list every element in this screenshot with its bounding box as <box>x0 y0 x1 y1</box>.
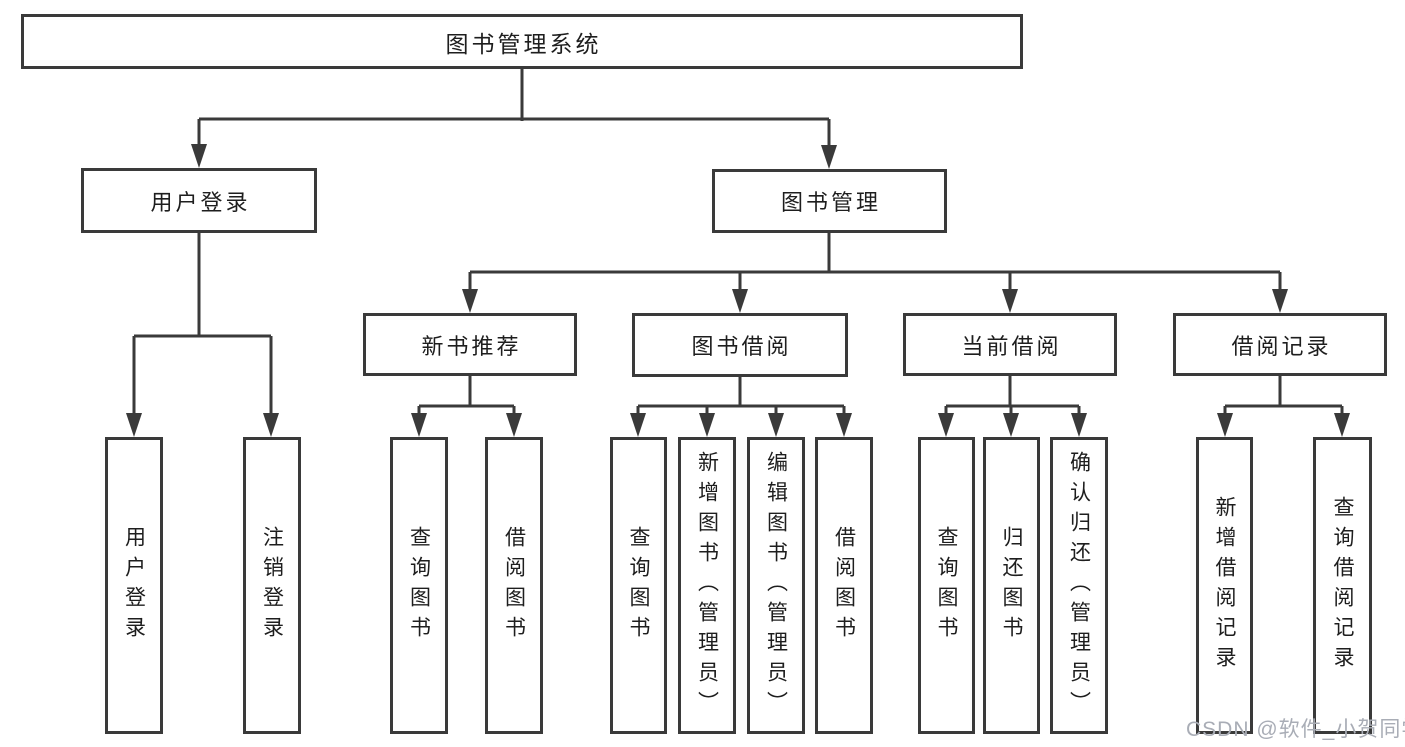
leaf-add-book: 新增图书（管理员） <box>678 437 736 734</box>
leaf-query-book-2: 查询图书 <box>610 437 667 734</box>
node-user-login-label: 用户登录 <box>150 189 251 215</box>
node-book-management: 图书管理 <box>712 169 947 233</box>
leaf-return-book-label: 归还图书 <box>1000 525 1023 646</box>
leaf-return-book: 归还图书 <box>983 437 1040 734</box>
node-new-book-recommend: 新书推荐 <box>363 313 577 376</box>
node-book-management-label: 图书管理 <box>780 190 881 215</box>
leaf-query-book-3: 查询图书 <box>918 437 975 734</box>
leaf-edit-book-label: 编辑图书（管理员） <box>764 450 788 721</box>
node-current-borrow-label: 当前借阅 <box>961 333 1062 359</box>
leaf-logout: 注销登录 <box>243 437 301 734</box>
leaf-confirm-return-label: 确认归还（管理员） <box>1067 450 1091 721</box>
leaf-query-borrow-record: 查询借阅记录 <box>1313 437 1372 734</box>
node-new-book-recommend-label: 新书推荐 <box>421 333 522 359</box>
leaf-query-book-3-label: 查询图书 <box>935 525 958 646</box>
leaf-query-book-1: 查询图书 <box>390 437 448 734</box>
node-book-borrow: 图书借阅 <box>632 313 848 377</box>
leaf-add-book-label: 新增图书（管理员） <box>695 450 719 721</box>
leaf-query-borrow-record-label: 查询借阅记录 <box>1331 495 1354 676</box>
node-current-borrow: 当前借阅 <box>903 313 1117 376</box>
leaf-add-borrow-record-label: 新增借阅记录 <box>1213 495 1236 676</box>
node-root: 图书管理系统 <box>21 14 1023 69</box>
leaf-borrow-book-1-label: 借阅图书 <box>502 525 526 646</box>
leaf-borrow-book-1: 借阅图书 <box>485 437 543 734</box>
leaf-confirm-return: 确认归还（管理员） <box>1050 437 1108 734</box>
csdn-watermark: CSDN @软件_小贺同学 <box>1186 718 1405 741</box>
leaf-borrow-book-2-label: 借阅图书 <box>832 525 856 646</box>
leaf-query-book-1-label: 查询图书 <box>407 525 431 646</box>
node-borrow-records-label: 借阅记录 <box>1231 333 1332 359</box>
leaf-query-book-2-label: 查询图书 <box>627 525 650 646</box>
leaf-edit-book: 编辑图书（管理员） <box>747 437 805 734</box>
leaf-user-login: 用户登录 <box>105 437 163 734</box>
leaf-logout-label: 注销登录 <box>260 525 284 646</box>
node-book-borrow-label: 图书借阅 <box>691 334 792 359</box>
connector-elbow-lines <box>132 69 1344 417</box>
leaf-borrow-book-2: 借阅图书 <box>815 437 873 734</box>
leaf-user-login-label: 用户登录 <box>122 525 146 646</box>
node-user-login: 用户登录 <box>81 168 317 233</box>
node-root-label: 图书管理系统 <box>445 30 602 57</box>
node-borrow-records: 借阅记录 <box>1173 313 1387 376</box>
arrowhead-icons <box>126 144 1350 437</box>
leaf-add-borrow-record: 新增借阅记录 <box>1196 437 1253 734</box>
